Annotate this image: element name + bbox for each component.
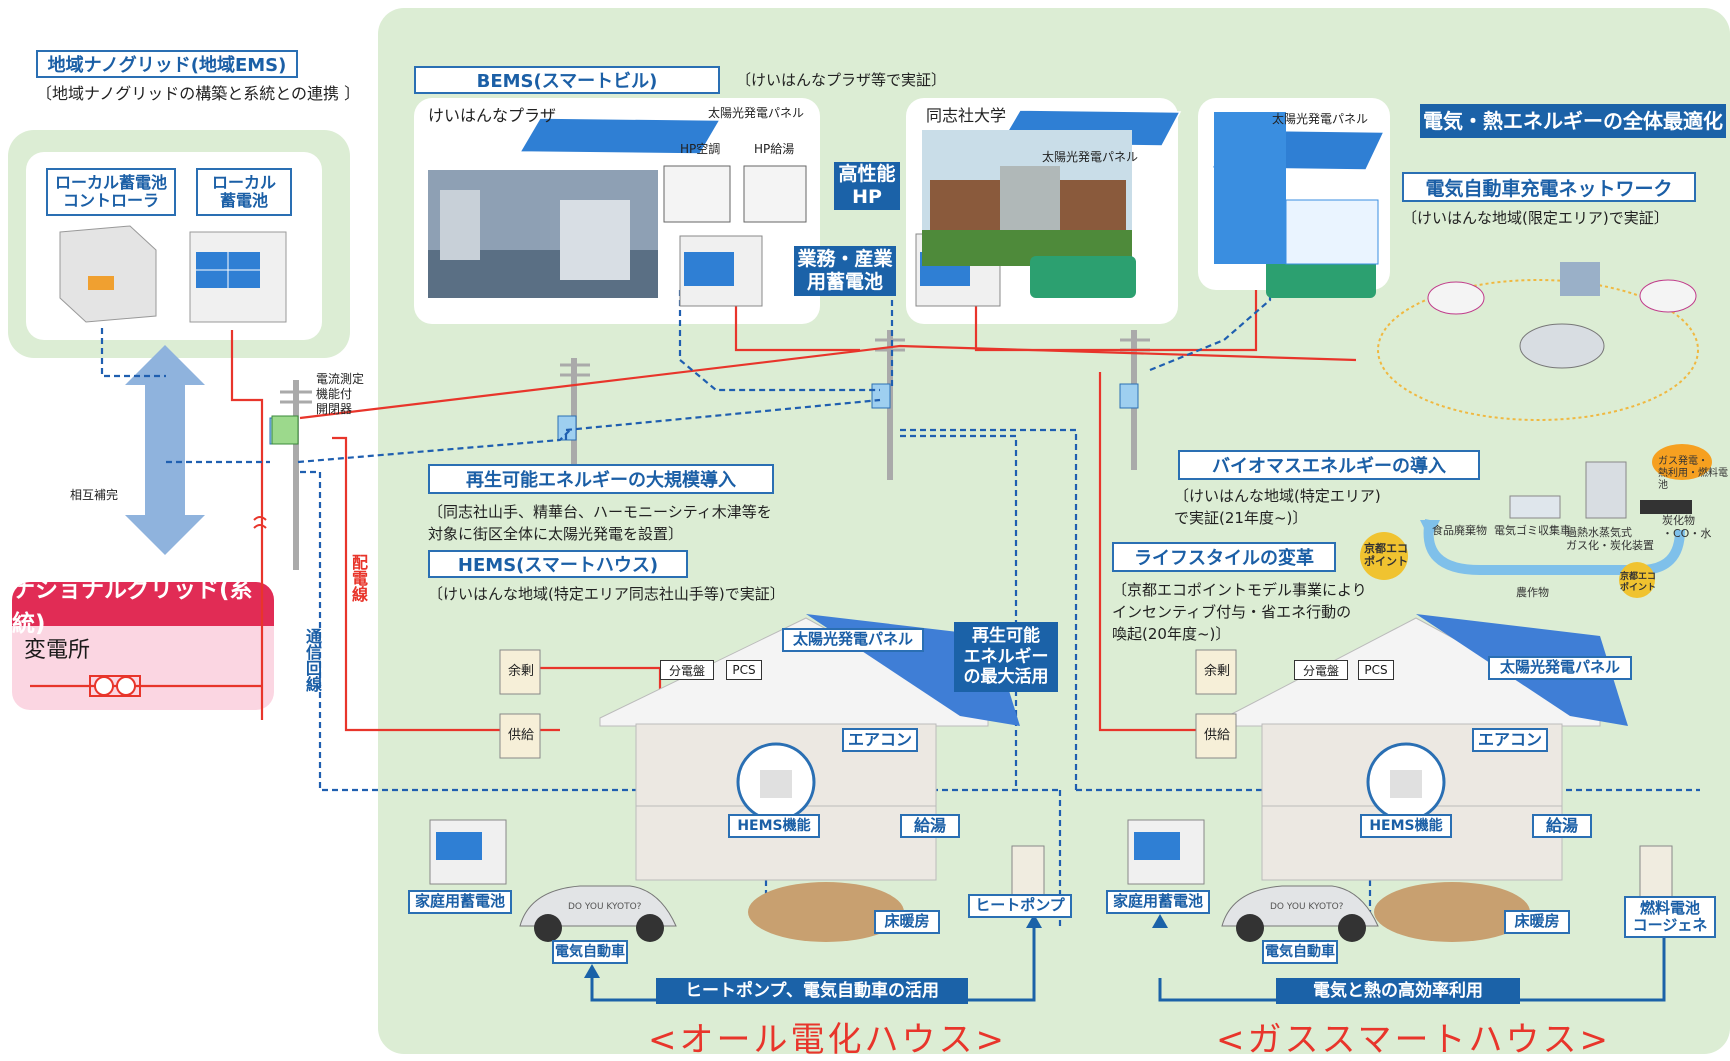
right-fuel-cell-label: 燃料電池 コージェネ <box>1624 896 1716 938</box>
hems-title: HEMS(スマートハウス) <box>428 550 688 578</box>
mutual-complement-arrow <box>125 345 205 555</box>
right-car-plate: DO YOU KYOTO? <box>1270 902 1344 912</box>
communication-line-label: 通信回線 <box>303 628 322 692</box>
lifestyle-note: 〔京都エコポイントモデル事業により インセンティブ付与・省エネ行動の 喚起(20… <box>1112 581 1367 643</box>
hp-ac-label: HP空調 <box>680 142 721 156</box>
right-supply-label: 供給 <box>1204 728 1231 743</box>
high-performance-hp-label: 高性能 HP <box>834 162 900 210</box>
plaza-label: けいはんなプラザ <box>428 106 557 125</box>
food-waste-label: 食品廃棄物 <box>1432 524 1487 537</box>
superheated-label: 過熱水蒸気式 ガス化・炭化装置 <box>1566 526 1654 553</box>
right-solar-label: 太陽光発電パネル <box>1488 656 1632 680</box>
left-panel-board: 分電盤 <box>660 660 714 680</box>
local-controller-label: ローカル蓄電池 コントローラ <box>46 168 176 216</box>
right-bottom-banner: 電気と熱の高効率利用 <box>1276 978 1520 1004</box>
eco-point-label-1: 京都エコ ポイント <box>1364 542 1408 569</box>
all-electric-house-title: <オール電化ハウス> <box>648 1020 1007 1060</box>
left-ev-label: 電気自動車 <box>552 940 628 964</box>
left-floor-heating-label: 床暖房 <box>874 910 940 934</box>
left-hot-water-label: 給湯 <box>900 814 960 838</box>
national-grid-title: ナショナルグリッド(系統) <box>12 582 274 637</box>
hems-note: 〔けいはんな地域(特定エリア同志社山手等)で実証〕 <box>428 585 785 603</box>
regional-grid-title: 地域ナノグリッド(地域EMS) <box>36 50 298 78</box>
carbide-label: 炭化物 ・CO・水 <box>1662 514 1712 541</box>
lifestyle-title: ライフスタイルの変革 <box>1112 542 1336 572</box>
right-aircon-label: エアコン <box>1472 728 1548 752</box>
left-bottom-banner: ヒートポンプ、電気自動車の活用 <box>656 978 968 1004</box>
gas-smart-house-title: <ガススマートハウス> <box>1216 1020 1611 1060</box>
mutual-complement-label: 相互補完 <box>70 488 119 502</box>
ev-network-note: 〔けいはんな地域(限定エリア)で実証〕 <box>1402 209 1669 227</box>
biomass-title: バイオマスエネルギーの導入 <box>1178 450 1480 480</box>
eco-point-badge-2 <box>1619 562 1655 598</box>
renewable-max-label: 再生可能 エネルギー の最大活用 <box>954 622 1058 692</box>
left-surplus-label: 余剰 <box>508 664 535 679</box>
doshisha-label: 同志社大学 <box>926 106 1007 125</box>
plaza-building-illustration <box>428 170 658 298</box>
optimization-label: 電気・熱エネルギーの全体最適化 <box>1420 104 1726 138</box>
eco-point-label-2: 京都エコ ポイント <box>1620 572 1657 593</box>
renewable-title: 再生可能エネルギーの大規模導入 <box>428 464 774 494</box>
ev-network-illustration <box>1377 262 1699 421</box>
business-battery-label: 業務・産業 用蓄電池 <box>794 246 896 296</box>
renewable-note: 〔同志社山手、精華台、ハーモニーシティ木津等を 対象に街区全体に太陽光発電を設置… <box>428 503 772 543</box>
right-panel-board: 分電盤 <box>1294 660 1348 680</box>
hp-units-illustration <box>663 165 807 223</box>
right-ev-label: 電気自動車 <box>1262 940 1338 964</box>
left-heat-pump-label: ヒートポンプ <box>968 894 1072 918</box>
doshisha-solar-label: 太陽光発電パネル <box>1042 150 1139 164</box>
left-aircon-label: エアコン <box>842 728 918 752</box>
right-home-battery-label: 家庭用蓄電池 <box>1106 890 1210 914</box>
left-solar-label: 太陽光発電パネル <box>782 628 924 652</box>
biomass-flow-illustration <box>1420 444 1712 575</box>
gas-power-label: ガス発電・ 熱利用・燃料電池 <box>1658 456 1728 491</box>
left-car-plate: DO YOU KYOTO? <box>568 902 642 912</box>
left-car-illustration <box>519 885 677 942</box>
left-pcs: PCS <box>726 660 762 680</box>
ev-network-title: 電気自動車充電ネットワーク <box>1402 172 1696 202</box>
right-floor-heating-label: 床暖房 <box>1504 910 1570 934</box>
local-controller-device <box>59 225 157 323</box>
local-battery-label: ローカル 蓄電池 <box>196 168 292 216</box>
right-hot-water-label: 給湯 <box>1532 814 1592 838</box>
right-pcs: PCS <box>1358 660 1394 680</box>
left-hems-label: HEMS機能 <box>728 814 820 838</box>
eco-point-badge-1 <box>1360 532 1408 580</box>
national-grid-box: ナショナルグリッド(系統) 変電所 <box>12 582 274 710</box>
garbage-truck-label: 電気ゴミ収集車 <box>1494 524 1571 537</box>
office-building-illustration <box>1214 112 1379 265</box>
regional-grid-subtitle: 〔地域ナノグリッドの構築と系統との連携 〕 <box>36 84 361 103</box>
local-battery-device <box>189 231 287 323</box>
crops-label: 農作物 <box>1516 586 1549 599</box>
left-home-battery-label: 家庭用蓄電池 <box>408 890 512 914</box>
bems-title: BEMS(スマートビル) <box>414 66 720 94</box>
meters <box>499 649 1237 759</box>
hp-hot-label: HP給湯 <box>754 142 795 156</box>
left-supply-label: 供給 <box>508 728 535 743</box>
bems-note: 〔けいはんなプラザ等で実証〕 <box>736 71 947 89</box>
right-car-illustration <box>1221 885 1379 942</box>
switch-label: 電流測定 機能付 開閉器 <box>316 372 365 416</box>
plaza-solar-label: 太陽光発電パネル <box>708 106 805 120</box>
office-solar-label: 太陽光発電パネル <box>1272 112 1369 126</box>
biomass-note: 〔けいはんな地域(特定エリア) で実証(21年度~)〕 <box>1174 487 1381 527</box>
distribution-line-label: 配電線 <box>349 554 368 602</box>
substation-label: 変電所 <box>24 638 91 663</box>
right-hems-label: HEMS機能 <box>1360 814 1452 838</box>
right-surplus-label: 余剰 <box>1204 664 1231 679</box>
